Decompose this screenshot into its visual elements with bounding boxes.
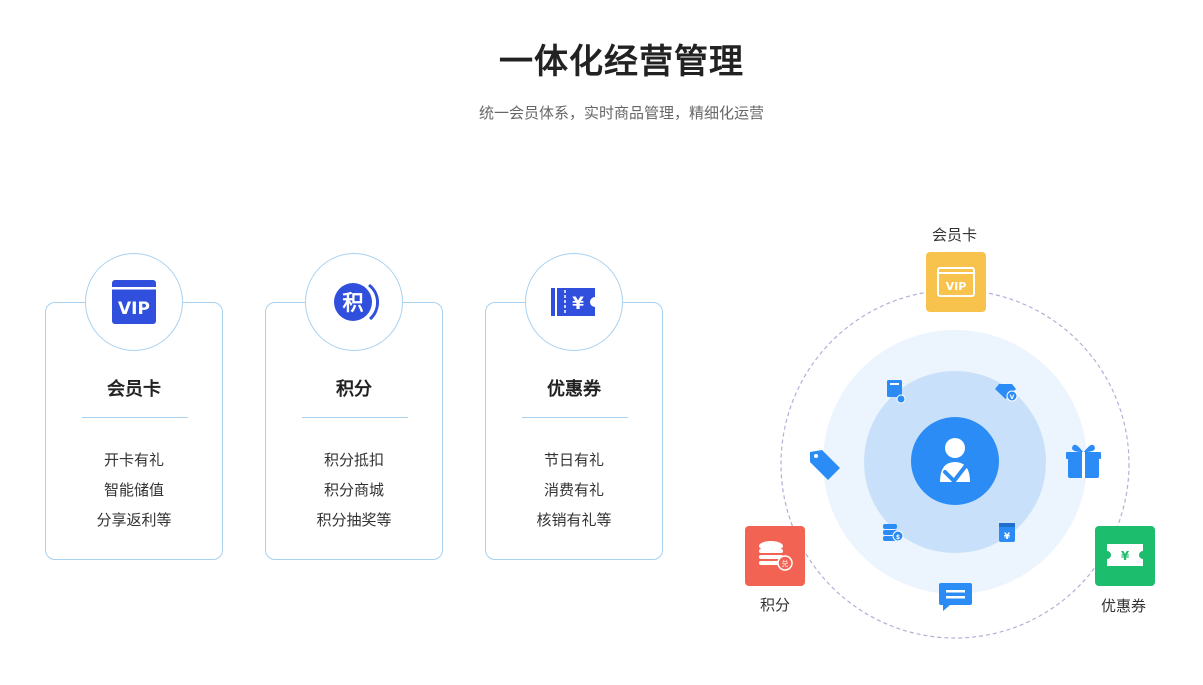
diamond-badge-text: V	[1010, 394, 1015, 401]
coins-badge-text: $	[896, 534, 900, 541]
coupon-badge-text: ¥	[572, 294, 584, 314]
book-heart-icon	[887, 380, 906, 404]
ticket-tile: ¥	[1095, 526, 1155, 586]
card-member: VIP 会员卡 开卡有礼 智能储值 分享返利等	[45, 253, 223, 560]
diagram-label-points: 积分	[760, 596, 791, 614]
list-item: 节日有礼	[543, 451, 604, 469]
user-check-icon	[911, 417, 999, 505]
card-points-icon-circle: 积	[305, 253, 403, 351]
card-coupon-title: 优惠券	[547, 379, 601, 400]
tag-icon	[810, 450, 840, 480]
vip-tile-text: VIP	[946, 280, 967, 293]
card-points-title: 积分	[336, 379, 372, 400]
gift-icon	[1066, 444, 1101, 478]
page-title: 一体化经营管理	[499, 42, 744, 82]
coin-tile-text: 兑	[782, 559, 789, 568]
vip-card-icon: VIP	[112, 280, 156, 324]
list-item: 开卡有礼	[103, 451, 164, 469]
wallet-yen-icon: ¥	[999, 523, 1015, 542]
message-icon	[939, 583, 972, 611]
list-item: 消费有礼	[543, 481, 604, 499]
diagram-label-member: 会员卡	[932, 226, 978, 244]
wallet-badge-text: ¥	[1004, 532, 1011, 542]
card-points: 积 积分 积分抵扣 积分商城 积分抽奖等	[265, 253, 443, 560]
card-coupon: ¥ 优惠券 节日有礼 消费有礼 核销有礼等	[485, 253, 663, 560]
vip-badge-text: VIP	[118, 299, 150, 319]
card-divider	[302, 417, 408, 418]
diagram-label-coupon: 优惠券	[1101, 597, 1147, 615]
list-item: 分享返利等	[96, 511, 172, 529]
coin-stack-tile: 兑	[745, 526, 805, 586]
vip-card-tile: VIP	[926, 252, 986, 312]
points-badge-text: 积	[343, 291, 364, 315]
card-divider	[82, 417, 188, 418]
list-item: 积分抵扣	[323, 451, 384, 469]
points-icon: 积	[334, 283, 379, 321]
ticket-tile-text: ¥	[1121, 549, 1130, 563]
page-subtitle: 统一会员体系，实时商品管理，精细化运营	[478, 104, 764, 122]
list-item: 积分商城	[323, 481, 384, 499]
diamond-vip-icon: V	[995, 384, 1018, 402]
list-item: 核销有礼等	[536, 511, 612, 529]
card-member-title: 会员卡	[107, 379, 161, 400]
coupon-icon: ¥	[551, 288, 595, 316]
list-item: 积分抽奖等	[316, 511, 392, 529]
card-coupon-icon-circle: ¥	[525, 253, 623, 351]
coins-icon: $	[883, 524, 904, 542]
card-divider	[522, 417, 628, 418]
list-item: 智能储值	[103, 481, 164, 499]
card-member-icon-circle: VIP	[85, 253, 183, 351]
